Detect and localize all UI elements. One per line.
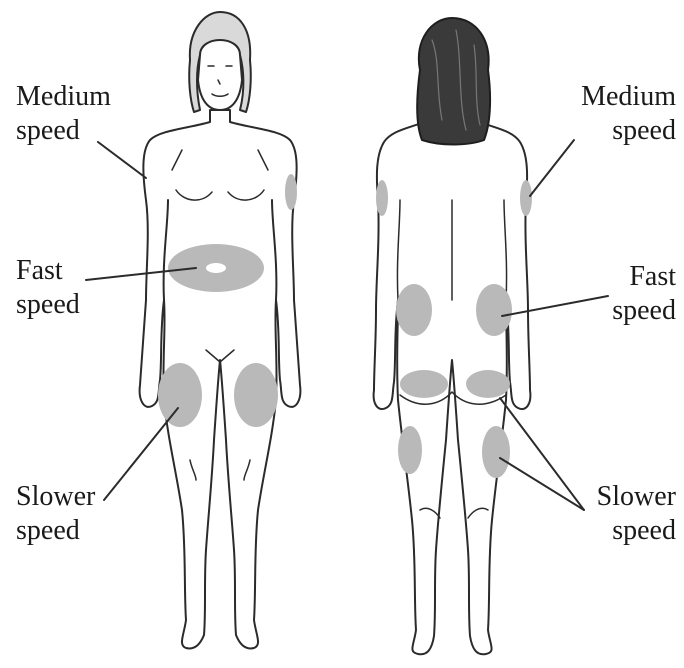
front-left-thigh-zone (158, 363, 202, 427)
back-medium-leader (530, 140, 574, 196)
back-medium-label-line1: Medium (581, 80, 676, 114)
back-right-thigh-zone (482, 426, 510, 478)
back-medium-label-line2: speed (581, 114, 676, 148)
front-medium-label-line1: Medium (16, 80, 111, 114)
back-right-arm-zone (520, 180, 532, 216)
back-figure (374, 18, 532, 654)
back-hair (417, 18, 490, 145)
back-left-arm-zone (376, 180, 388, 216)
back-left-hip-zone (396, 284, 432, 336)
back-slower-leader-a (500, 398, 584, 510)
back-fast-label-line2: speed (612, 294, 676, 328)
front-fast-label: Fast speed (16, 254, 80, 322)
back-fast-label: Fast speed (612, 260, 676, 328)
front-slower-label: Slower speed (16, 480, 95, 548)
front-medium-label: Medium speed (16, 80, 111, 148)
back-slower-label: Slower speed (597, 480, 676, 548)
front-medium-label-line2: speed (16, 114, 111, 148)
back-left-buttock-zone (400, 370, 448, 398)
front-figure (140, 12, 301, 648)
front-slower-label-line1: Slower (16, 480, 95, 514)
back-right-hip-zone (476, 284, 512, 336)
front-right-thigh-zone (234, 363, 278, 427)
back-left-thigh-zone (398, 426, 422, 474)
front-right-arm-zone (285, 174, 297, 210)
back-slower-leader-b (500, 458, 584, 510)
back-slower-label-line2: speed (597, 514, 676, 548)
front-slower-label-line2: speed (16, 514, 95, 548)
back-right-buttock-zone (466, 370, 510, 398)
back-fast-label-line1: Fast (612, 260, 676, 294)
back-medium-label: Medium speed (581, 80, 676, 148)
back-slower-label-line1: Slower (597, 480, 676, 514)
front-fast-label-line1: Fast (16, 254, 80, 288)
front-head (198, 40, 242, 110)
front-slower-leader (104, 408, 178, 500)
front-fast-label-line2: speed (16, 288, 80, 322)
